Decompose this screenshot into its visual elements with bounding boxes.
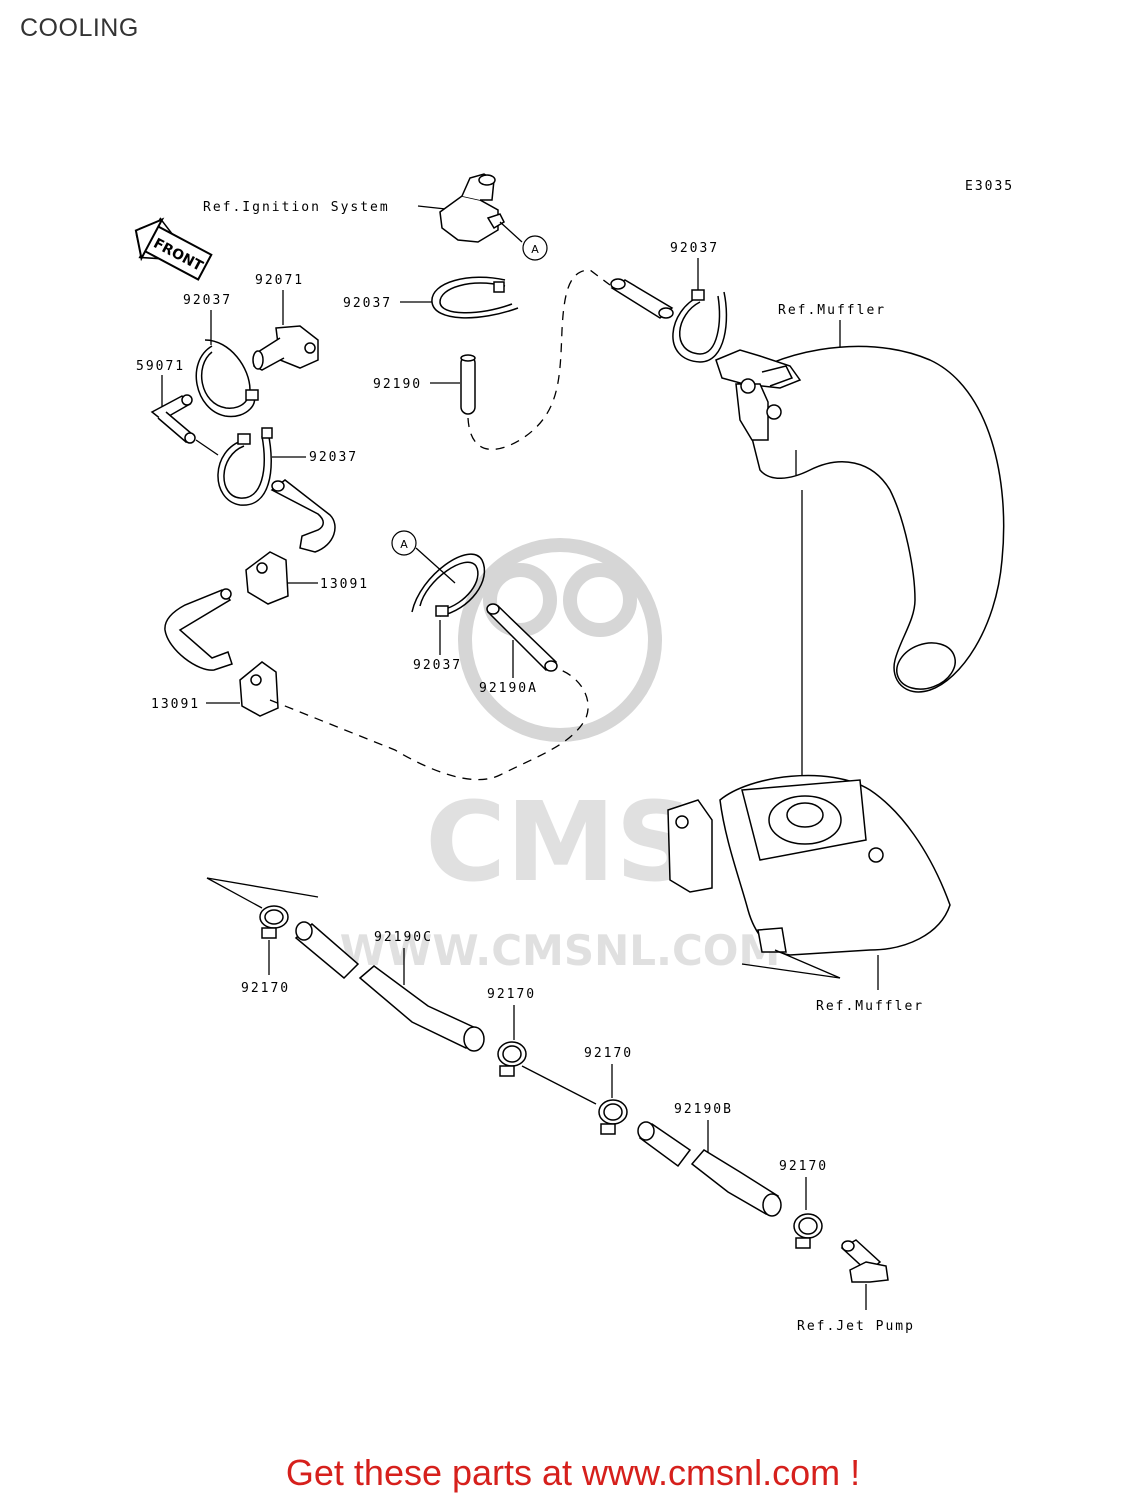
jet-pump-fitting <box>840 1239 889 1283</box>
callout-a-top-text: A <box>531 243 539 256</box>
label-59071: 59071 <box>136 359 185 374</box>
watermark-url-text: WWW.CMSNL.COM <box>340 926 781 975</box>
diagram-code: E3035 <box>965 179 1014 194</box>
hose-92190a <box>486 603 558 672</box>
clamp-92037-e <box>411 553 486 617</box>
clamp-92037-a <box>195 339 259 418</box>
muffler-pipe-part <box>715 345 1005 693</box>
label-92190c: 92190C <box>374 930 433 945</box>
hose-top-right <box>610 278 674 319</box>
hose-92190c <box>294 921 485 1052</box>
fitting-59071 <box>150 394 219 456</box>
callout-a-left-text: A <box>400 538 408 551</box>
hose-clamp-92170-c <box>598 1099 628 1135</box>
label-92037-a: 92037 <box>183 293 232 308</box>
ignition-fitting-part <box>439 173 523 243</box>
hose-clamp-92170-b <box>497 1041 527 1077</box>
label-92037-d: 92037 <box>309 450 358 465</box>
label-92170-c: 92170 <box>584 1046 633 1061</box>
hose-clamp-92170-d <box>793 1213 823 1249</box>
label-92170-a: 92170 <box>241 981 290 996</box>
clamp-92037-c <box>672 289 728 363</box>
label-ref-jet-pump: Ref.Jet Pump <box>797 1319 915 1334</box>
callout-a-top <box>522 235 548 261</box>
bent-hose-upper <box>270 479 336 553</box>
clamp-92037-b <box>431 276 519 319</box>
nozzle-92071 <box>252 325 319 371</box>
label-92170-d: 92170 <box>779 1159 828 1174</box>
label-92190: 92190 <box>373 377 422 392</box>
watermark-logo-text: CMS <box>425 778 694 906</box>
label-ref-muffler-bottom: Ref.Muffler <box>816 999 924 1014</box>
watermark-logo: CMS WWW.CMSNL.COM <box>340 538 781 975</box>
label-ref-muffler-top: Ref.Muffler <box>778 303 886 318</box>
callout-a-left <box>391 530 417 556</box>
bent-hose-lower <box>164 588 233 671</box>
front-arrow-icon: FRONT <box>132 217 213 281</box>
hose-clamp-92170-a <box>259 905 289 939</box>
label-13091-b: 13091 <box>151 697 200 712</box>
footer-link[interactable]: Get these parts at www.cmsnl.com ! <box>285 1452 861 1493</box>
page-title: COOLING <box>20 14 139 42</box>
label-92071: 92071 <box>255 273 304 288</box>
exhaust-manifold-part <box>667 774 951 979</box>
hose-92190 <box>460 354 476 415</box>
hose-92190b <box>637 1121 782 1217</box>
clamp-92037-d <box>217 427 273 506</box>
label-92190a: 92190A <box>479 681 538 696</box>
label-92037-e: 92037 <box>413 658 462 673</box>
label-92037-c: 92037 <box>670 241 719 256</box>
label-92037-b: 92037 <box>343 296 392 311</box>
label-92190b: 92190B <box>674 1102 733 1117</box>
joint-13091-b <box>239 661 279 717</box>
label-ref-ignition: Ref.Ignition System <box>203 200 390 215</box>
joint-13091-a <box>245 551 289 605</box>
label-13091-a: 13091 <box>320 577 369 592</box>
label-92170-b: 92170 <box>487 987 536 1002</box>
